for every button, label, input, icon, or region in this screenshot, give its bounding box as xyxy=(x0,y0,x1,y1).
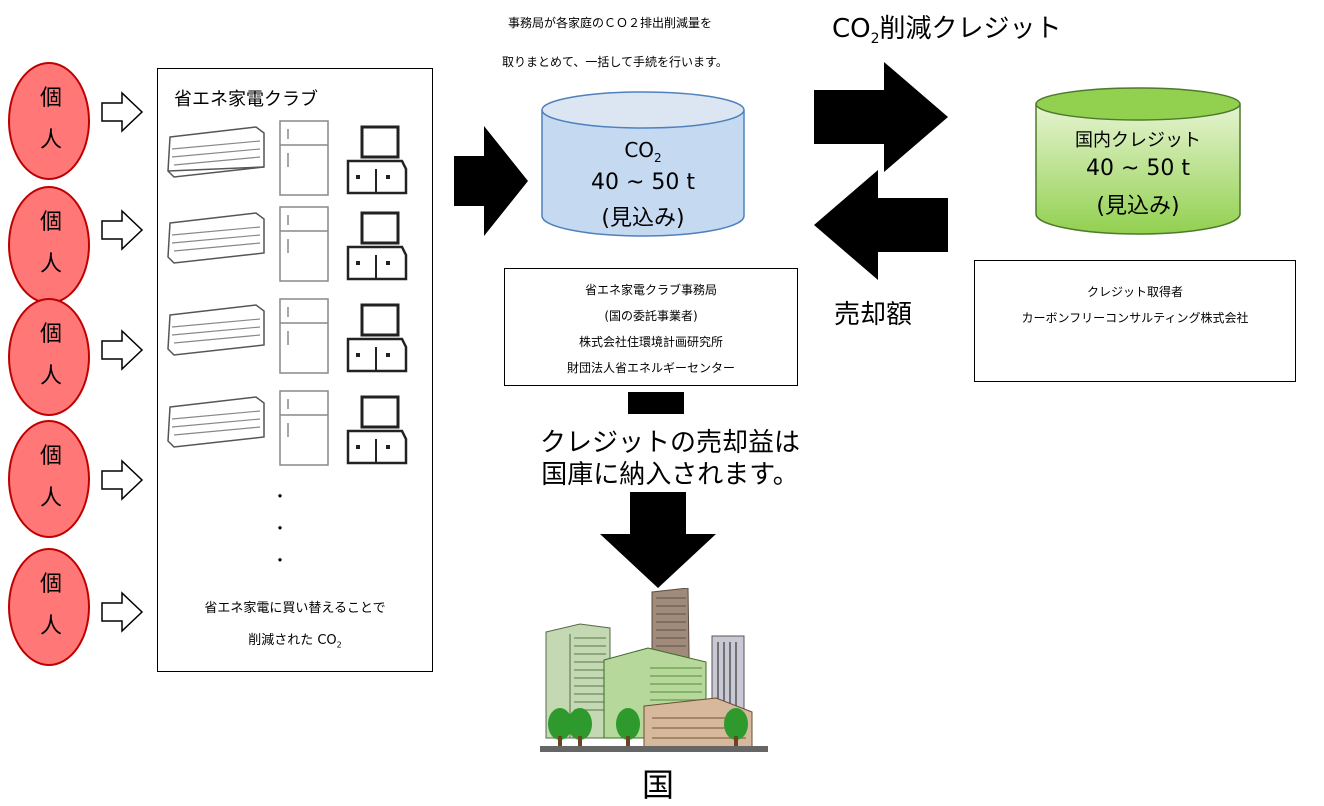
secretariat-note-line2: 取りまとめて、一括して手続を行います。 xyxy=(502,55,728,69)
refrigerator-icon xyxy=(279,206,329,282)
individual-2: 個人 xyxy=(8,186,90,304)
proceeds-note-line1: クレジットの売却益は xyxy=(539,428,800,458)
individual-label: 個人 xyxy=(39,572,62,639)
domestic-credit-line2: 40 ~ 50 t xyxy=(1085,156,1191,181)
club-footer-line1: 省エネ家電に買い替えることで xyxy=(204,601,386,616)
credit-header: CO2削減クレジット xyxy=(832,14,1062,48)
individual-label: 個人 xyxy=(39,322,62,389)
arrow-left-solid-icon xyxy=(814,170,948,280)
tv-icon xyxy=(346,211,408,281)
tv-icon xyxy=(346,303,408,373)
refrigerator-icon xyxy=(279,120,329,196)
co2-cylinder xyxy=(541,91,745,237)
office-line1: 省エネ家電クラブ事務局 xyxy=(584,283,717,297)
government-buildings-icon xyxy=(540,588,768,752)
air-conditioner-icon xyxy=(167,212,265,264)
tv-icon xyxy=(346,395,408,465)
credit-acquirer-box: クレジット取得者 カーボンフリーコンサルティング株式会社 xyxy=(974,260,1296,382)
individual-4: 個人 xyxy=(8,420,90,538)
refrigerator-icon xyxy=(279,390,329,466)
air-conditioner-icon xyxy=(167,396,265,448)
appliances-row-4 xyxy=(167,390,408,466)
individual-5: 個人 xyxy=(8,548,90,666)
appliances-row-1 xyxy=(167,120,408,196)
ellipsis-dot: ・ xyxy=(272,519,289,538)
connector-bar xyxy=(628,392,684,414)
domestic-credit-line3: (見込み) xyxy=(1096,194,1180,219)
arrow-right-outline-icon xyxy=(101,209,144,251)
sale-amount-label: 売却額 xyxy=(834,300,913,330)
arrow-right-outline-icon xyxy=(101,459,144,501)
acquirer-line1: クレジット取得者 xyxy=(1086,285,1183,299)
refrigerator-icon xyxy=(279,298,329,374)
arrow-right-solid-icon xyxy=(454,126,528,236)
arrow-down-solid-icon xyxy=(600,492,716,588)
appliances-row-2 xyxy=(167,206,408,282)
club-footer-line2: 削減された CO2 xyxy=(248,633,342,650)
appliances-row-3 xyxy=(167,298,408,374)
club-title: 省エネ家電クラブ xyxy=(174,89,318,110)
individual-label: 個人 xyxy=(39,444,62,511)
arrow-right-outline-icon xyxy=(101,91,144,133)
air-conditioner-icon xyxy=(167,304,265,356)
individual-1: 個人 xyxy=(8,62,90,180)
arrow-right-outline-icon xyxy=(101,329,144,371)
ellipsis-dot: ・ xyxy=(272,487,289,506)
acquirer-line2: カーボンフリーコンサルティング株式会社 xyxy=(1021,311,1249,325)
office-line3: 株式会社住環境計画研究所 xyxy=(578,335,723,349)
club-office-box: 省エネ家電クラブ事務局 (国の委託事業者) 株式会社住環境計画研究所 財団法人省… xyxy=(504,268,798,386)
secretariat-note-line1: 事務局が各家庭のＣＯ２排出削減量を xyxy=(508,16,713,30)
tv-icon xyxy=(346,125,408,195)
co2-cylinder-label: CO2 xyxy=(624,138,662,165)
proceeds-note-line2: 国庫に納入されます。 xyxy=(541,460,799,490)
arrow-right-outline-icon xyxy=(101,591,144,633)
co2-cylinder-amount: 40 ~ 50 t xyxy=(590,170,696,195)
energy-saving-club-box: 省エネ家電クラブ xyxy=(157,68,433,672)
individual-label: 個人 xyxy=(39,210,62,277)
office-line2: (国の委託事業者) xyxy=(604,309,698,323)
country-label: 国 xyxy=(641,766,674,804)
domestic-credit-cylinder xyxy=(1035,87,1241,235)
individual-3: 個人 xyxy=(8,298,90,416)
arrow-right-solid-icon xyxy=(814,62,948,172)
ellipsis-dot: ・ xyxy=(272,551,289,570)
office-line4: 財団法人省エネルギーセンター xyxy=(566,361,735,375)
domestic-credit-line1: 国内クレジット xyxy=(1075,130,1201,151)
co2-cylinder-estimate: (見込み) xyxy=(601,206,685,231)
air-conditioner-icon xyxy=(167,126,265,178)
individual-label: 個人 xyxy=(39,86,62,153)
